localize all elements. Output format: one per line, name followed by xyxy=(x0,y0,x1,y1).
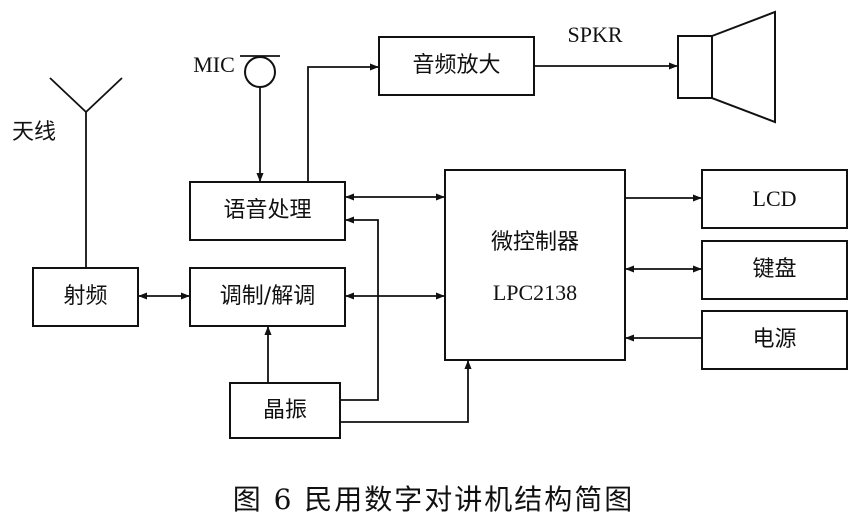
mcu-box xyxy=(444,169,626,361)
lcd-box xyxy=(701,169,848,229)
audio-amp-label: 音频放大 xyxy=(412,53,501,78)
lcd-label: LCD xyxy=(752,186,797,211)
speech-processing-box xyxy=(189,181,346,241)
connection-lines xyxy=(138,62,702,423)
crystal-label: 晶振 xyxy=(262,397,307,423)
keypad-box xyxy=(701,240,848,300)
power-box xyxy=(701,310,848,370)
spkr-label: SPKR xyxy=(567,22,623,47)
figure-caption: 图 6 民用数字对讲机结构简图 xyxy=(232,483,635,516)
microphone-icon xyxy=(240,55,280,88)
modem-label: 调制/解调 xyxy=(219,284,316,309)
power-label: 电源 xyxy=(752,327,797,352)
speaker-icon xyxy=(677,10,776,124)
mic-label: MIC xyxy=(193,52,235,77)
speech-processing-label: 语音处理 xyxy=(223,198,312,223)
modem-box xyxy=(189,267,346,327)
rf-box xyxy=(32,267,139,327)
crystal-box xyxy=(229,382,341,439)
keypad-label: 键盘 xyxy=(752,257,797,282)
mcu-name-label: 微控制器 xyxy=(490,230,579,255)
rf-label: 射频 xyxy=(63,284,108,309)
antenna-label: 天线 xyxy=(11,120,56,145)
mcu-part-label: LPC2138 xyxy=(492,280,578,305)
antenna-icon xyxy=(49,77,123,268)
